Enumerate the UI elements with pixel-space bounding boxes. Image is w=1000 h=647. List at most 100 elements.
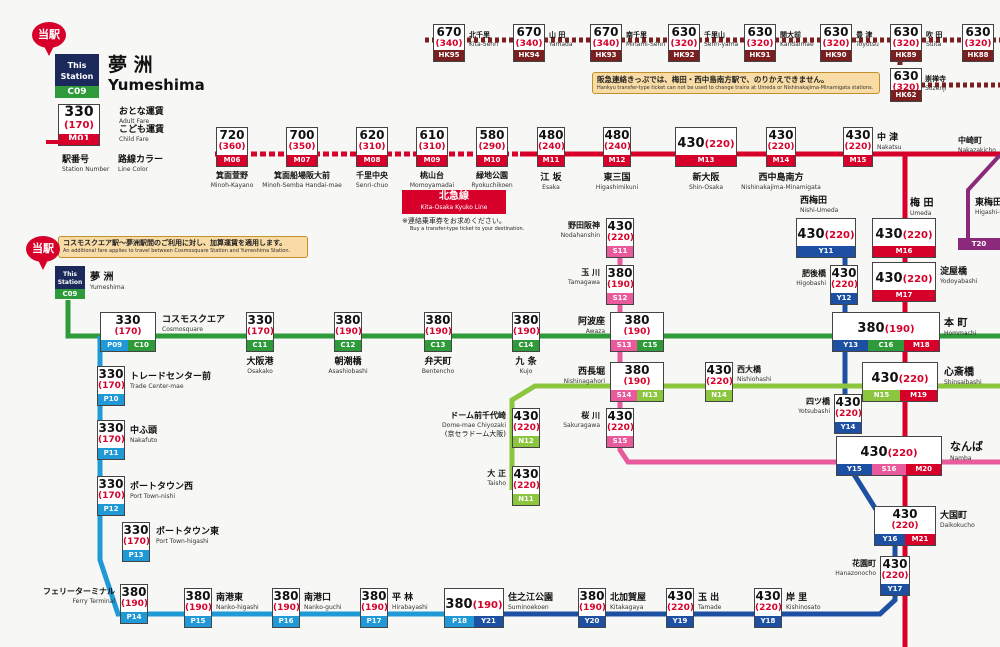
station-number-strip: HK62 (891, 90, 921, 101)
fare-box: 430(220)M15 (843, 127, 873, 167)
adult-fare: 720 (219, 128, 245, 142)
station-number-strip: Y17 (881, 584, 909, 595)
fare-box: 430(220)Y19 (666, 588, 694, 628)
adult-fare: 580 (479, 128, 505, 142)
child-fare: (190) (472, 600, 503, 611)
station-name-jp: 中 津 (877, 133, 899, 143)
adult-fare: 380 (273, 589, 299, 603)
child-fare: (220) (831, 280, 859, 290)
station-name-en: Dome-mae Chiyozaki (442, 422, 506, 429)
child-fare: (170) (247, 327, 275, 337)
station-name-jp: 岸 里 (786, 593, 808, 603)
adult-fare: 430 (860, 445, 888, 460)
adult-fare: 630 (671, 25, 697, 39)
adult-fare: 330 (247, 313, 273, 327)
child-fare: (220) (902, 274, 933, 285)
child-fare: (220) (844, 142, 872, 152)
adult-fare: 670 (516, 25, 542, 39)
station-number: M06 (217, 155, 247, 166)
station-name-en: Port Town-higashi (156, 538, 209, 545)
station-name-en: Nishinakajima-Minamigata (741, 184, 821, 191)
adult-fare: 430 (845, 128, 871, 142)
current-station-bubble: 当駅 (26, 236, 60, 270)
station-number-strip: M07 (287, 155, 317, 166)
adult-fare: 480 (538, 128, 564, 142)
fare-box: 330(170)P13 (122, 522, 150, 562)
station-name-en: Kandaimae (780, 41, 814, 48)
child-fare: (320) (892, 83, 920, 93)
child-fare: (190) (623, 377, 651, 387)
child-fare: (320) (670, 39, 698, 49)
station-number-strip: Y18 (755, 616, 781, 627)
station-name-jp: 心斎橋 (944, 367, 974, 378)
station-name-en: Higashimikuni (595, 184, 639, 191)
station-name-en: Momoyamadai (409, 182, 455, 189)
station-number-strip: HK92 (669, 50, 699, 61)
adult-fare: 430 (607, 219, 633, 233)
fare-box: 430(220)N11 (512, 466, 540, 506)
station-number: HK94 (514, 50, 544, 61)
station-name-en: Umeda (910, 210, 932, 217)
station-name-jp: 大国町 (940, 511, 968, 521)
station-name-jp: ポートタウン西 (130, 482, 194, 492)
adult-fare: 430 (513, 467, 539, 481)
station-number: Y18 (755, 616, 781, 627)
station-name-jp: 江 坂 (540, 173, 562, 183)
station-name-jp: 住之江公園 (508, 593, 554, 603)
station-number: HK62 (891, 90, 921, 101)
child-fare: (190) (121, 599, 149, 609)
adult-fare: 380 (445, 597, 473, 612)
fare-row: 430(220) (837, 437, 941, 468)
station-name-jp: 千里山 (704, 31, 725, 39)
station-number: HK91 (745, 50, 775, 61)
station-name-jp: 肥後橋 (802, 269, 826, 278)
station-name-en: Minoh-Semba Handai-mae (262, 182, 342, 189)
child-fare: (220) (607, 423, 635, 433)
station-number-strip: M12 (604, 155, 630, 166)
fare-box: 630(320)HK88 (962, 24, 994, 62)
station-name-en: Nanko-higashi (216, 604, 259, 611)
station-name-en: Toyotsu (856, 41, 879, 48)
station-number-strip: M09 (417, 155, 447, 166)
station-name-jp: 北加賀屋 (610, 593, 647, 603)
station-number-strip: M06 (217, 155, 247, 166)
fare-box: 430(220)M16 (872, 218, 936, 258)
station-number-strip: HK94 (514, 50, 544, 61)
station-name-jp: 山 田 (549, 31, 566, 39)
station-name-jp: トレードセンター前 (130, 372, 212, 382)
station-number: M09 (417, 155, 447, 166)
child-fare: (340) (515, 39, 543, 49)
child-fare: (190) (185, 603, 213, 613)
station-name-jp: 東三国 (603, 173, 631, 183)
station-name-en: Shinsaibashi (944, 379, 982, 386)
fare-box: 430(220)N14 (705, 362, 733, 402)
fare-box: 630(320)HK90 (820, 24, 852, 62)
station-number-strip: S11 (607, 246, 633, 257)
adult-fare: 670 (593, 25, 619, 39)
legend-sample-fare-box: 330 (170) M01 (58, 104, 100, 146)
station-name-en: Tamagawa (568, 279, 600, 286)
child-fare: (220) (607, 233, 635, 243)
station-name-jp: 南港東 (216, 593, 244, 603)
station-name-jp: 箕面萱野 (216, 171, 248, 180)
station-number: M11 (538, 155, 564, 166)
station-name-en: Nodahanshin (560, 232, 600, 239)
station-number: M17 (873, 290, 935, 301)
fare-box: 330(170)P12 (97, 476, 125, 516)
child-fare: (320) (892, 39, 920, 49)
adult-fare: 430 (797, 227, 825, 242)
